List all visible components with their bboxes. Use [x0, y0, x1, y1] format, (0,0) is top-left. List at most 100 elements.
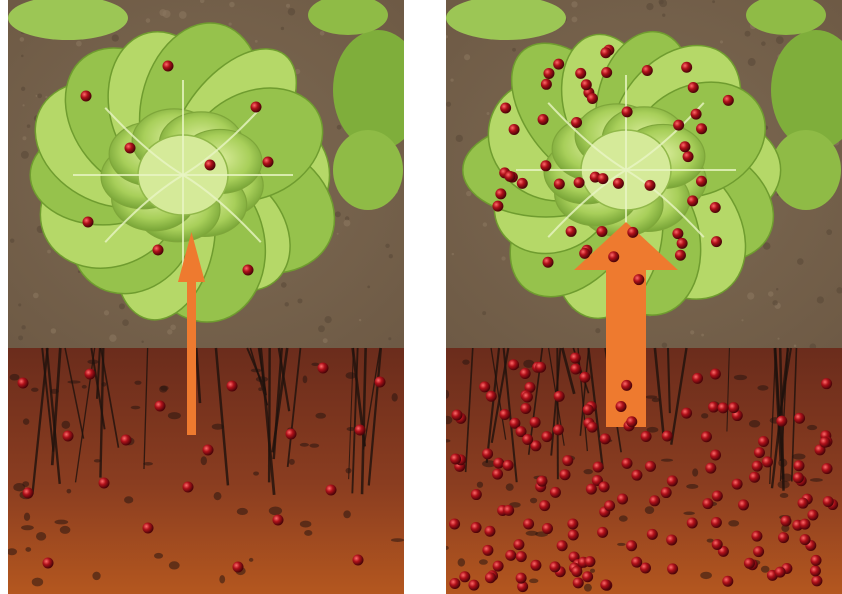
- nutrient-dot-icon: [227, 381, 238, 392]
- nutrient-dot-icon: [662, 431, 673, 442]
- nutrient-dot-icon: [522, 434, 533, 445]
- nutrient-dot-icon: [581, 79, 592, 90]
- nutrient-dot-icon: [708, 402, 719, 413]
- nutrient-dot-icon: [712, 539, 723, 550]
- nutrient-dot-icon: [243, 265, 254, 276]
- nutrient-dot-icon: [571, 566, 582, 577]
- nutrient-dot-icon: [705, 463, 716, 474]
- nutrient-dot-icon: [121, 435, 132, 446]
- nutrient-dot-icon: [800, 534, 811, 545]
- nutrient-dot-icon: [587, 422, 598, 433]
- nutrient-dot-icon: [687, 195, 698, 206]
- nutrient-dot-icon: [582, 571, 593, 582]
- nutrient-dot-icon: [762, 456, 773, 467]
- nutrient-dot-icon: [155, 401, 166, 412]
- nutrient-dot-icon: [500, 102, 511, 113]
- nutrient-dot-icon: [554, 391, 565, 402]
- nutrient-dot-icon: [571, 117, 582, 128]
- nutrient-dot-icon: [554, 178, 565, 189]
- nutrient-dot-icon: [749, 472, 760, 483]
- nutrient-dot-icon: [621, 458, 632, 469]
- nutrient-dot-icon: [559, 469, 570, 480]
- nutrient-dot-icon: [666, 534, 677, 545]
- nutrient-dot-icon: [493, 561, 504, 572]
- nutrient-dot-icon: [579, 372, 590, 383]
- nutrient-dot-icon: [557, 540, 568, 551]
- nutrient-dot-icon: [641, 431, 652, 442]
- nutrient-dot-icon: [710, 369, 721, 380]
- nutrient-dot-icon: [286, 429, 297, 440]
- nutrient-dot-icon: [471, 489, 482, 500]
- nutrient-dot-icon: [645, 180, 656, 191]
- nutrient-dot-icon: [687, 518, 698, 529]
- left-panel: [8, 0, 404, 594]
- nutrient-dot-icon: [485, 572, 496, 583]
- nutrient-dot-icon: [503, 460, 514, 471]
- nutrient-dot-icon: [203, 445, 214, 456]
- nutrient-dot-icon: [541, 431, 552, 442]
- nutrient-dot-icon: [673, 120, 684, 131]
- nutrient-dot-icon: [536, 476, 547, 487]
- nutrient-dot-icon: [520, 403, 531, 414]
- nutrient-dot-icon: [505, 550, 516, 561]
- nutrient-dot-icon: [642, 65, 653, 76]
- nutrient-dot-icon: [667, 475, 678, 486]
- nutrient-dot-icon: [811, 555, 822, 566]
- nutrient-dot-icon: [63, 431, 74, 442]
- nutrient-dot-icon: [681, 62, 692, 73]
- nutrient-dot-icon: [517, 178, 528, 189]
- nutrient-dot-icon: [516, 551, 527, 562]
- nutrient-dot-icon: [701, 431, 712, 442]
- nutrient-dot-icon: [535, 362, 546, 373]
- nutrient-dot-icon: [538, 114, 549, 125]
- nutrient-dot-icon: [43, 558, 54, 569]
- nutrient-dot-icon: [626, 540, 637, 551]
- nutrient-dot-icon: [744, 558, 755, 569]
- nutrient-dot-icon: [81, 91, 92, 102]
- nutrient-dot-icon: [647, 529, 658, 540]
- nutrient-dot-icon: [722, 576, 733, 587]
- nutrient-dot-icon: [486, 391, 497, 402]
- nutrient-dot-icon: [85, 369, 96, 380]
- nutrient-dot-icon: [375, 377, 386, 388]
- nutrient-dot-icon: [523, 518, 534, 529]
- nutrient-dot-icon: [233, 562, 244, 573]
- nutrient-dot-icon: [667, 563, 678, 574]
- nutrient-dot-icon: [738, 499, 749, 510]
- nutrient-dot-icon: [205, 160, 216, 171]
- nutrient-dot-icon: [617, 493, 628, 504]
- nutrient-dot-icon: [459, 571, 470, 582]
- nutrient-dot-icon: [541, 79, 552, 90]
- nutrient-dot-icon: [780, 516, 791, 527]
- nutrient-dot-icon: [471, 522, 482, 533]
- nutrient-dot-icon: [516, 573, 527, 584]
- nutrient-dot-icon: [99, 478, 110, 489]
- nutrient-dot-icon: [509, 124, 520, 135]
- nutrient-dot-icon: [819, 437, 830, 448]
- nutrient-dot-icon: [562, 455, 573, 466]
- nutrient-dot-icon: [568, 530, 579, 541]
- nutrient-dot-icon: [753, 546, 764, 557]
- nutrient-dot-icon: [600, 47, 611, 58]
- nutrient-dot-icon: [573, 577, 584, 588]
- nutrient-dot-icon: [587, 93, 598, 104]
- nutrient-dot-icon: [711, 236, 722, 247]
- nutrient-dot-icon: [599, 481, 610, 492]
- nutrient-dot-icon: [18, 378, 29, 389]
- nutrient-dot-icon: [775, 567, 786, 578]
- nutrient-dot-icon: [758, 436, 769, 447]
- nutrient-dot-icon: [583, 404, 594, 415]
- nutrient-dot-icon: [681, 408, 692, 419]
- nutrient-dot-icon: [593, 461, 604, 472]
- nutrient-dot-icon: [530, 560, 541, 571]
- nutrient-dot-icon: [711, 517, 722, 528]
- nutrient-dot-icon: [468, 580, 479, 591]
- nutrient-dot-icon: [326, 485, 337, 496]
- nutrient-dot-icon: [83, 217, 94, 228]
- nutrient-dot-icon: [633, 274, 644, 285]
- nutrient-dot-icon: [23, 488, 34, 499]
- nutrient-dot-icon: [608, 251, 619, 262]
- nutrient-dot-icon: [449, 578, 460, 589]
- nutrient-dot-icon: [153, 245, 164, 256]
- nutrient-dot-icon: [125, 143, 136, 154]
